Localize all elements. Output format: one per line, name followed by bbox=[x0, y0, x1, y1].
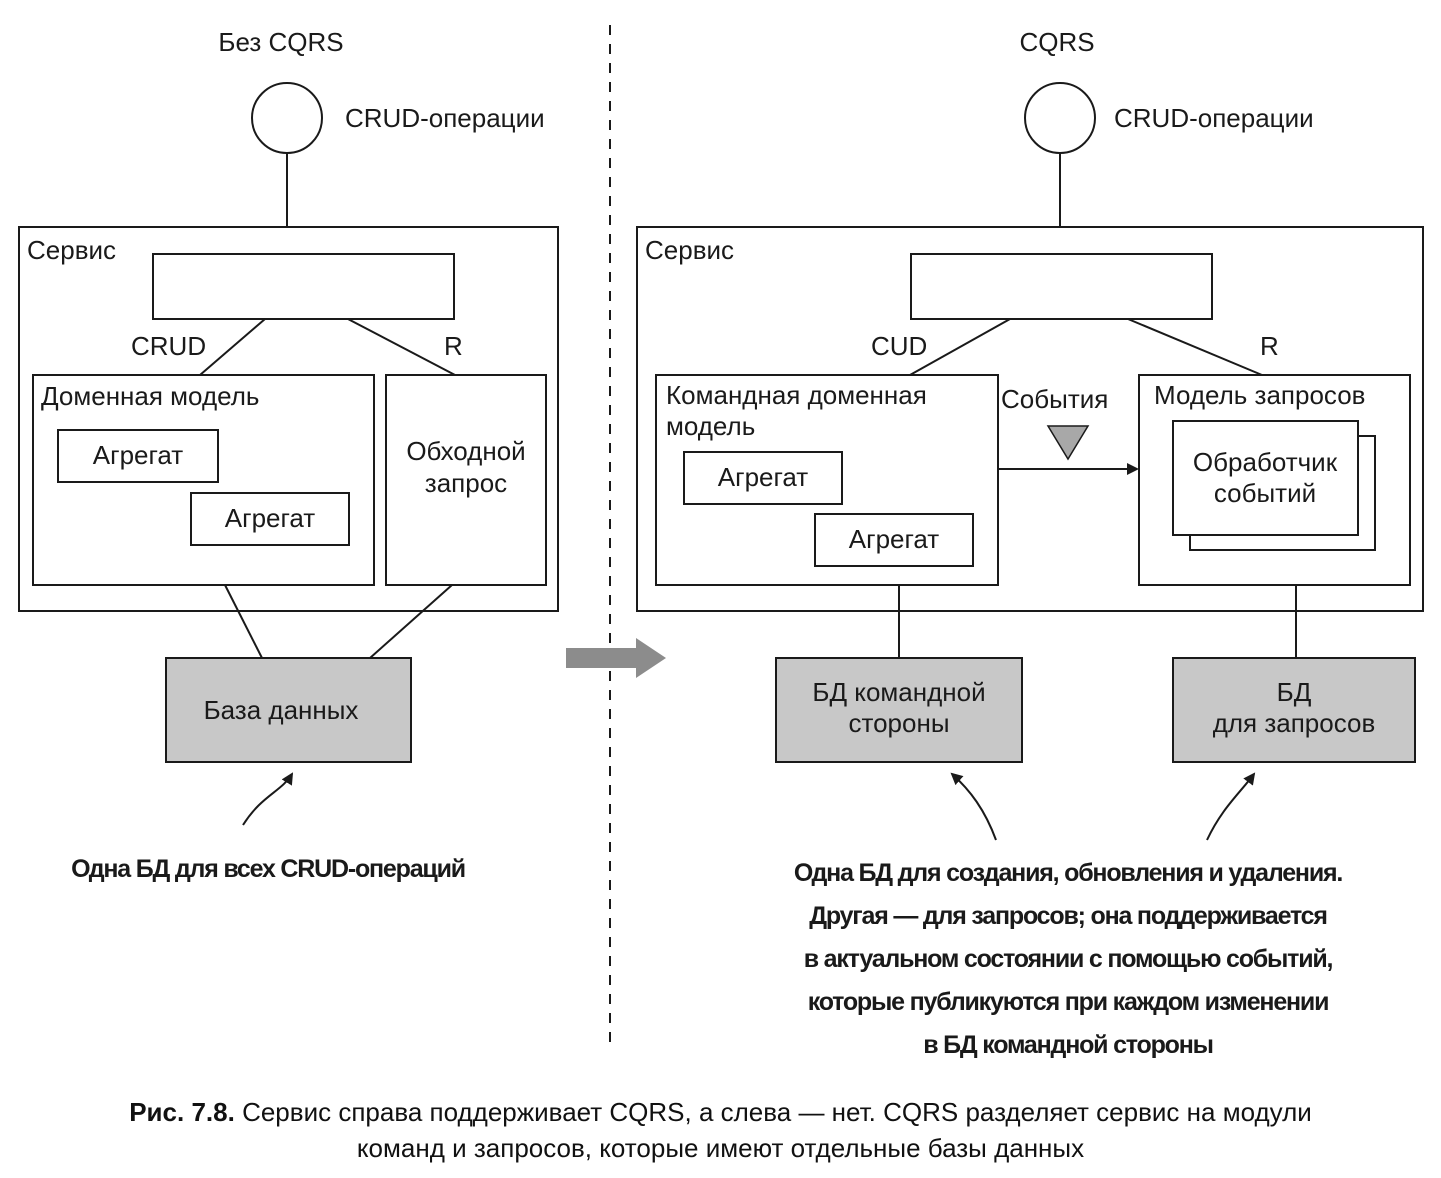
left-aggregate-2-box bbox=[190, 492, 350, 546]
left-database-label: База данных bbox=[203, 695, 359, 725]
right-note-line-5: в БД командной стороны bbox=[923, 1031, 1214, 1059]
left-domain-db-link bbox=[224, 584, 263, 659]
left-bypass-db-link bbox=[369, 584, 453, 659]
event-handler-line-2: событий bbox=[1213, 478, 1317, 508]
right-r-link bbox=[1127, 318, 1263, 376]
right-aggregate-2-label: Агрегат bbox=[848, 524, 940, 554]
right-aggregate-1-box bbox=[683, 451, 843, 505]
left-interface-circle bbox=[251, 82, 323, 154]
right-note-line-3: в актуальном состоянии с помощью событий… bbox=[803, 945, 1334, 973]
caption-label: Рис. 7.8. bbox=[129, 1097, 235, 1127]
right-aggregate-1-label: Агрегат bbox=[717, 462, 809, 492]
left-bypass-query-line-1: Обходной bbox=[406, 436, 526, 466]
right-service-label: Сервис bbox=[645, 235, 735, 265]
query-db-box bbox=[1172, 657, 1416, 763]
left-bypass-query-box bbox=[385, 374, 547, 586]
right-cud-label: CUD bbox=[871, 331, 928, 361]
left-database-box bbox=[165, 657, 412, 763]
right-title: CQRS bbox=[1019, 27, 1095, 57]
left-crud-label: CRUD bbox=[131, 331, 207, 361]
left-note: Одна БД для всех CRUD-операций bbox=[71, 855, 466, 883]
left-aggregate-1-box bbox=[57, 429, 219, 483]
query-db-line-2: для запросов bbox=[1212, 708, 1376, 738]
left-r-label: R bbox=[444, 331, 463, 361]
right-aggregate-2-box bbox=[814, 513, 974, 567]
right-note: Одна БД для создания, обновления и удале… bbox=[793, 852, 1343, 1067]
right-note-line-4: которые публикуются при каждом изменении bbox=[807, 988, 1330, 1016]
transition-arrow bbox=[566, 638, 666, 678]
command-db-line-2: стороны bbox=[848, 708, 950, 738]
query-model-label: Модель запросов bbox=[1154, 380, 1366, 410]
query-db-note-pointer bbox=[1206, 772, 1256, 841]
left-bypass-query-line-2: запрос bbox=[424, 468, 508, 498]
right-interface-circle bbox=[1024, 82, 1096, 154]
left-aggregate-1-label: Агрегат bbox=[92, 440, 184, 470]
right-command-model-line-1: Командная доменная bbox=[666, 380, 927, 410]
caption-line-1: Рис. 7.8. Сервис справа поддерживает CQR… bbox=[0, 1094, 1441, 1130]
right-api-box bbox=[910, 253, 1213, 320]
left-r-link bbox=[347, 318, 456, 376]
event-handler-box bbox=[1172, 420, 1359, 536]
right-cud-link bbox=[909, 318, 1011, 376]
right-interface-label: CRUD-операции bbox=[1114, 103, 1314, 133]
query-db-line-1: БД bbox=[1276, 677, 1312, 707]
caption-text-1: Сервис справа поддерживает CQRS, а слева… bbox=[242, 1097, 1312, 1127]
left-title: Без CQRS bbox=[218, 27, 344, 57]
right-note-line-1: Одна БД для создания, обновления и удале… bbox=[793, 859, 1343, 887]
events-label: События bbox=[1001, 384, 1109, 414]
figure-caption: Рис. 7.8. Сервис справа поддерживает CQR… bbox=[0, 1094, 1441, 1166]
left-aggregate-2-label: Агрегат bbox=[224, 503, 316, 533]
left-interface-label: CRUD-операции bbox=[345, 103, 545, 133]
event-handler-line-1: Обработчик bbox=[1192, 447, 1338, 477]
command-db-line-1: БД командной bbox=[812, 677, 986, 707]
left-note-pointer bbox=[242, 772, 294, 826]
command-db-box bbox=[775, 657, 1023, 763]
left-api-box bbox=[152, 253, 455, 320]
left-domain-model-label: Доменная модель bbox=[41, 381, 260, 411]
right-command-model-line-2: модель bbox=[666, 411, 756, 441]
left-crud-link bbox=[199, 318, 266, 376]
right-note-line-2: Другая — для запросов; она поддерживаетс… bbox=[809, 902, 1328, 930]
command-db-note-pointer bbox=[950, 772, 997, 841]
right-r-label: R bbox=[1260, 331, 1279, 361]
events-triangle bbox=[1046, 425, 1090, 461]
left-service-label: Сервис bbox=[27, 235, 117, 265]
caption-line-2: команд и запросов, которые имеют отдельн… bbox=[356, 1133, 1085, 1163]
